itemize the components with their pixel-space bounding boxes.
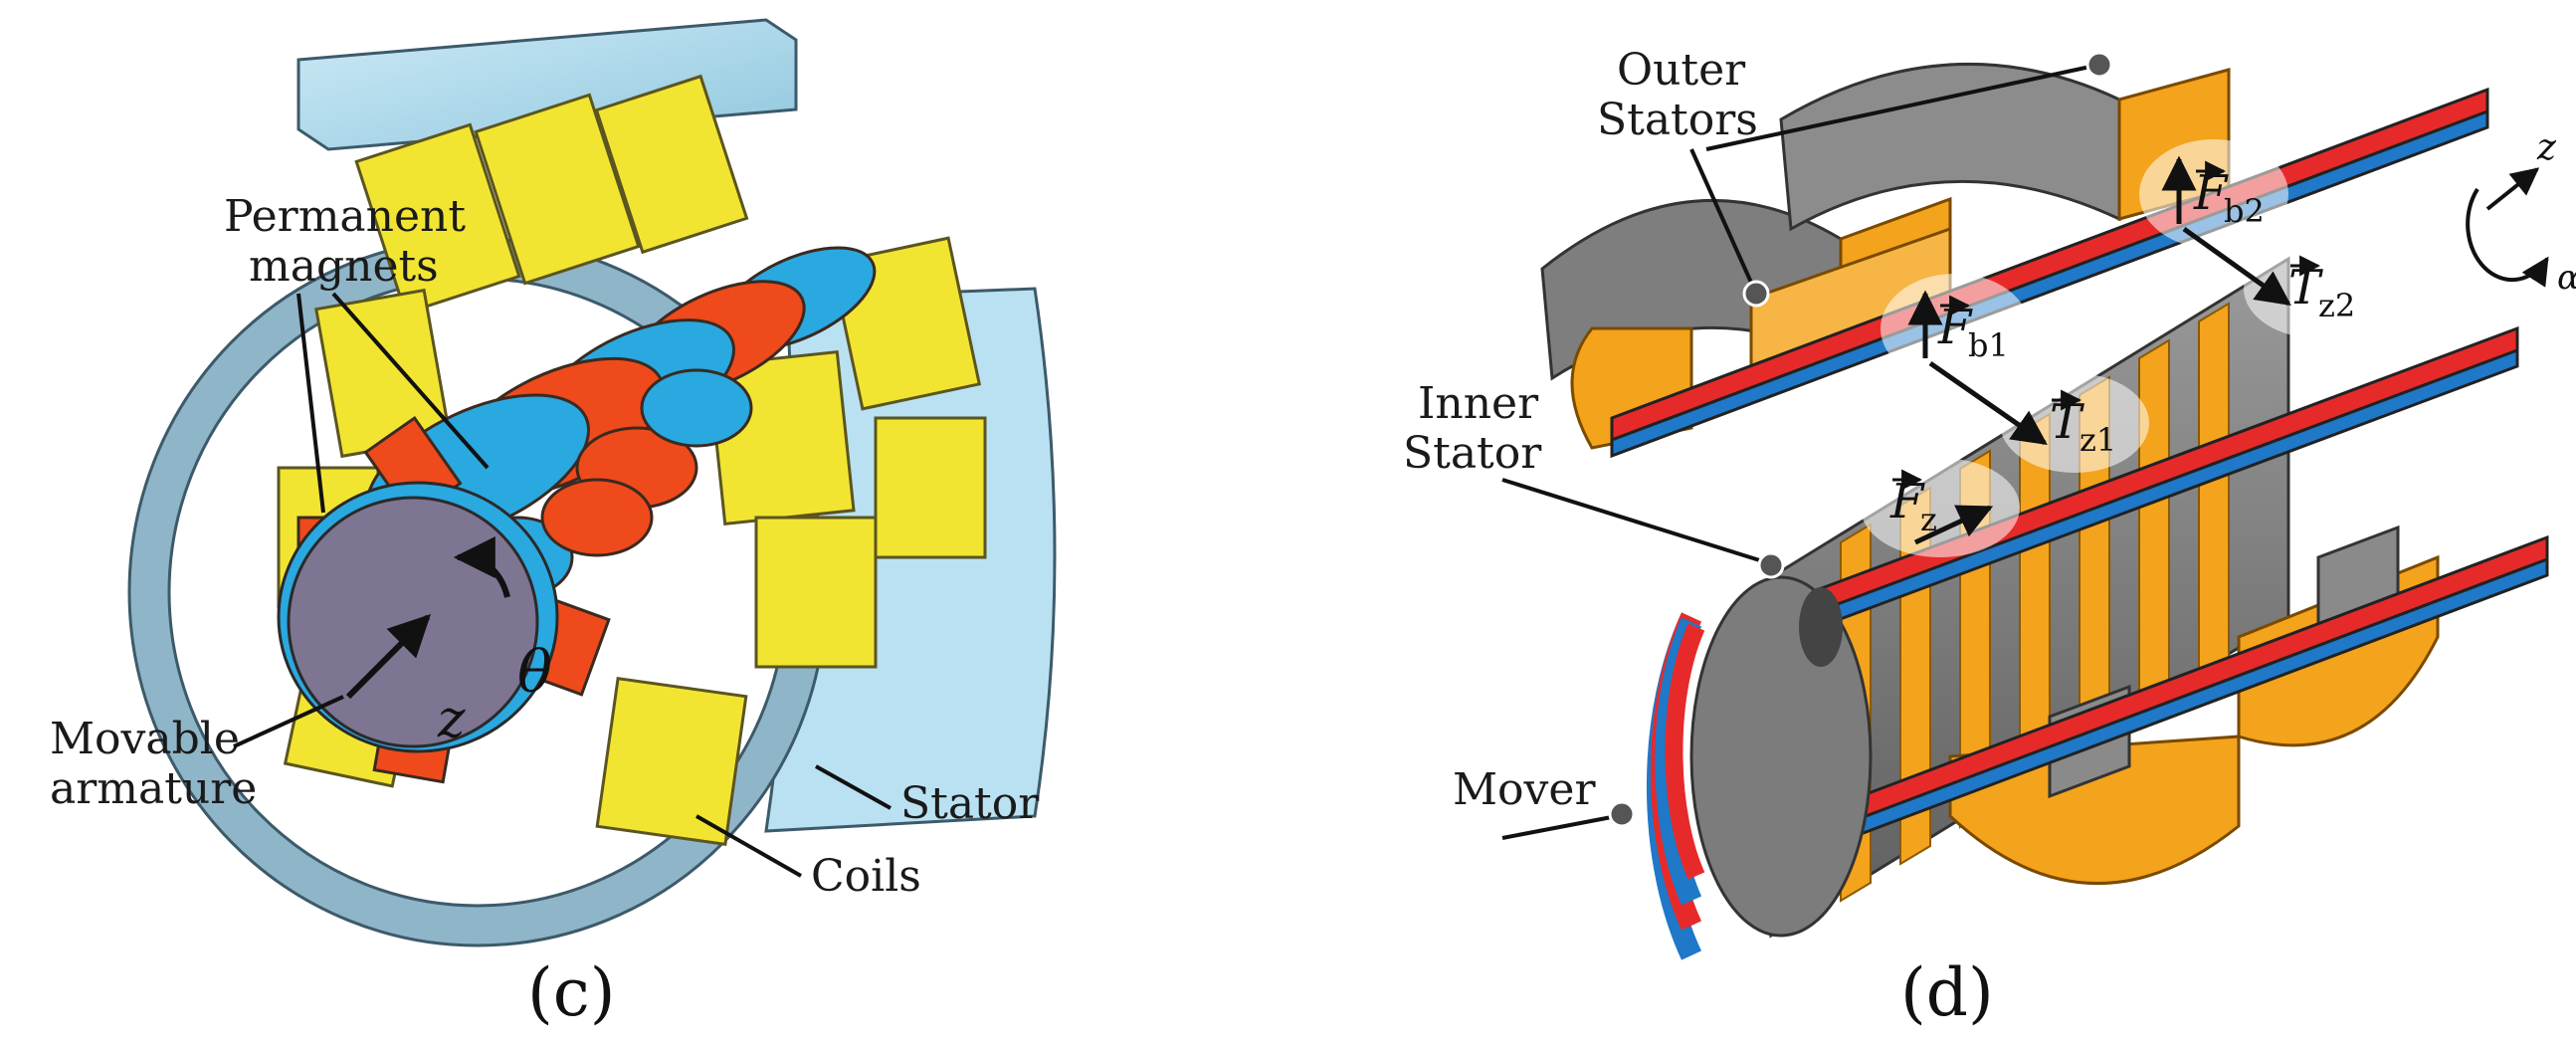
panel-c: θ z Permanent magnets Movable armature S… [50, 18, 1057, 1031]
z-symbol: z [437, 690, 466, 749]
force-labels: F b1 T z1 F b2 T z2 F z [1889, 160, 2355, 538]
svg-text:z: z [2536, 127, 2557, 168]
panel-d: F b1 T z1 F b2 T z2 F z [1403, 45, 2576, 1031]
label-tz2: T z2 [2288, 255, 2355, 324]
label-outer: Outer [1617, 45, 1746, 96]
label-stator-c: Stator [900, 778, 1040, 829]
theta-arrow [453, 536, 510, 598]
label-fb2: F b2 [2193, 160, 2265, 230]
panel-c-labels: Permanent magnets Movable armature Stato… [50, 191, 1040, 902]
svg-text:α: α [2557, 258, 2576, 298]
caption-c: (c) [527, 954, 615, 1031]
theta-symbol: θ [517, 638, 552, 706]
svg-text:b2: b2 [2224, 192, 2265, 230]
force-arrows [1907, 155, 2291, 545]
movable-armature [277, 481, 559, 753]
z-arrow [345, 614, 431, 700]
label-stators: Stators [1597, 95, 1758, 145]
label-armature: armature [50, 763, 257, 814]
mover-end-face [1646, 575, 1873, 960]
label-tz1: T z1 [2050, 389, 2116, 459]
label-inner-stator: Stator [1403, 428, 1542, 479]
label-permanent: Permanent [224, 191, 466, 242]
label-movable: Movable [50, 714, 240, 764]
label-inner: Inner [1418, 378, 1539, 429]
svg-text:z2: z2 [2318, 287, 2355, 324]
label-magnets: magnets [249, 241, 439, 292]
axis-glyph: z α [2466, 127, 2576, 298]
panel-d-labels: Outer Stators Inner Stator Mover [1403, 45, 2113, 840]
svg-text:b1: b1 [1968, 326, 2009, 364]
label-mover: Mover [1453, 764, 1596, 815]
caption-d: (d) [1900, 954, 1994, 1031]
armature-symbols: θ z [345, 536, 552, 749]
label-fb1: F b1 [1937, 295, 2009, 364]
label-fz: F z [1889, 469, 1937, 538]
svg-text:z1: z1 [2080, 421, 2116, 459]
svg-text:z: z [1920, 501, 1937, 538]
label-coils: Coils [811, 851, 921, 902]
